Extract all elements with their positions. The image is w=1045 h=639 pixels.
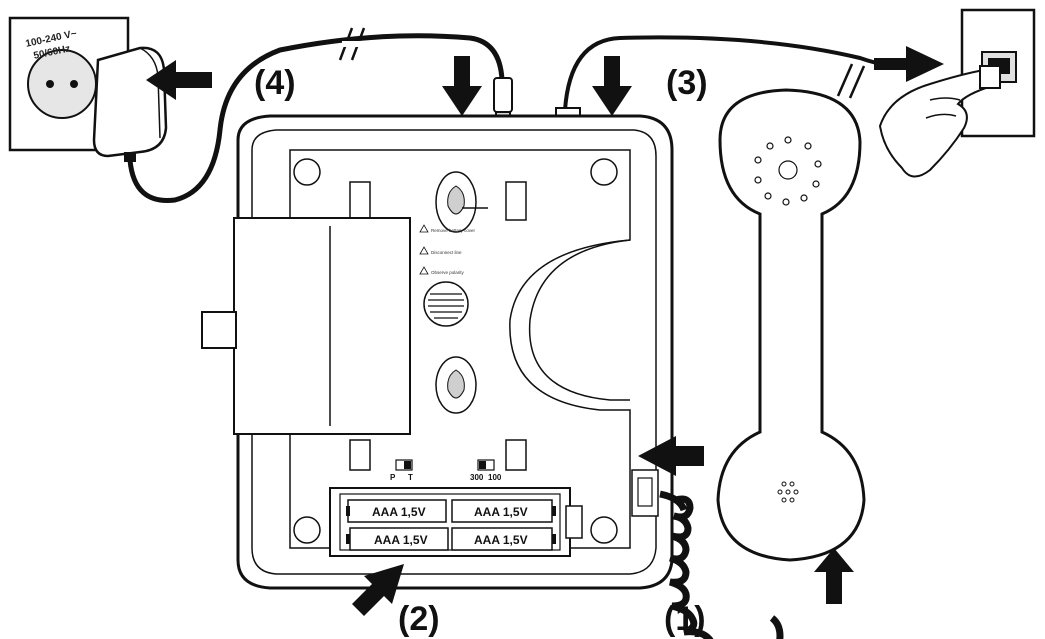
- arrow-wall-socket-insert: [874, 46, 944, 82]
- warning-labels: Remove battery cover Disconnect line Obs…: [419, 224, 476, 275]
- switch-t-label: T: [408, 473, 413, 482]
- power-outlet: 100-240 V~ 50/60Hz: [8, 16, 130, 152]
- switch-p-label: P: [390, 473, 396, 482]
- hand-illustration: [878, 65, 1001, 178]
- adapter-cable: [127, 33, 505, 203]
- arrow-handset-cord: [814, 548, 854, 604]
- battery-cell: [451, 499, 556, 523]
- warning-text-1: Remove battery cover: [431, 228, 476, 233]
- battery-label-3: AAA 1,5V: [374, 533, 428, 547]
- warning-text-3: Observe polarity: [431, 270, 465, 275]
- battery-cell: [346, 527, 449, 551]
- battery-cell: [346, 499, 447, 523]
- battery-label-1: AAA 1,5V: [372, 505, 426, 519]
- arrow-dc-plug-insert: [442, 56, 482, 116]
- warning-text-2: Disconnect line: [431, 250, 462, 255]
- cable-break-mark: [338, 27, 366, 61]
- phone-base: Remove battery cover Disconnect line Obs…: [201, 114, 674, 590]
- battery-compartment: AAA 1,5V AAA 1,5V AAA 1,5V AAA 1,5V: [329, 487, 583, 557]
- arrow-battery-cover: [352, 564, 404, 616]
- arrow-adapter-to-outlet: [146, 60, 212, 100]
- battery-cell: [451, 527, 556, 551]
- cable-break-mark: [836, 63, 866, 99]
- battery-label-2: AAA 1,5V: [474, 505, 528, 519]
- step-4-label: (4): [254, 64, 296, 102]
- step-2-label: (2): [398, 600, 440, 638]
- power-adapter: [92, 46, 168, 162]
- handset: [716, 88, 866, 562]
- speaker-grille: [423, 281, 469, 327]
- earpiece: [754, 136, 822, 206]
- arrow-line-plug-insert: [592, 56, 632, 116]
- battery-label-4: AAA 1,5V: [474, 533, 528, 547]
- arrow-handset-jack: [638, 436, 704, 476]
- mouthpiece: [777, 481, 799, 503]
- switch-100-label: 100: [488, 473, 502, 482]
- step-3-label: (3): [666, 64, 708, 102]
- step-1-label: (1): [664, 600, 706, 638]
- handset-coiled-cord: [659, 490, 784, 639]
- switch-300-label: 300: [470, 473, 484, 482]
